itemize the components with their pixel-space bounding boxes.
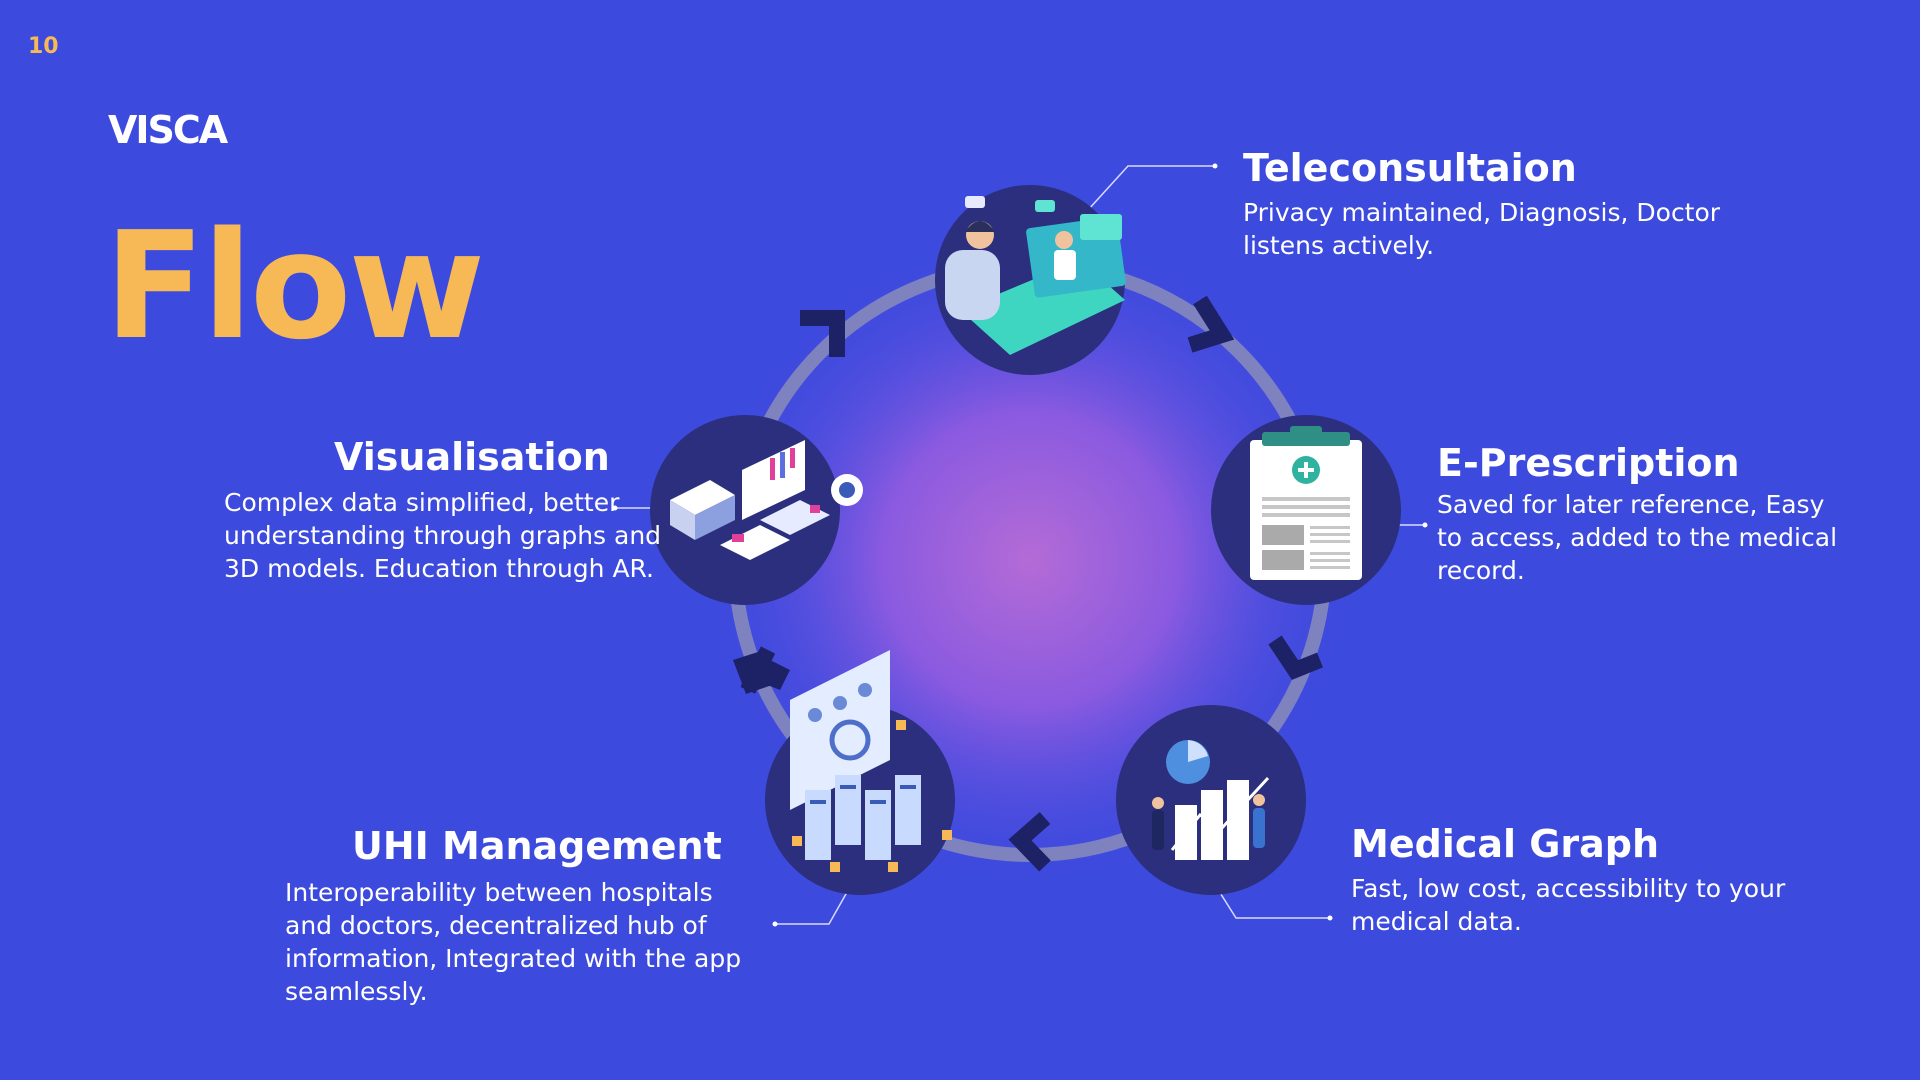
isometric-dashboard-icon	[670, 440, 863, 560]
e-prescription-title: E-Prescription	[1437, 441, 1740, 485]
clipboard-prescription-icon	[1250, 426, 1362, 580]
bar-chart-people-icon	[1152, 740, 1270, 860]
node-e-prescription	[1211, 415, 1401, 605]
page-number: 10	[28, 34, 59, 59]
visualisation-description: Complex data simplified, better understa…	[224, 488, 662, 583]
medical-graph-description: Fast, low cost, accessibility to your me…	[1351, 874, 1786, 936]
node-visualisation	[650, 415, 863, 605]
e-prescription-description: Saved for later reference, Easy to acces…	[1437, 490, 1838, 585]
visualisation-title: Visualisation	[334, 435, 610, 479]
uhi-management-description: Interoperability between hospitals and d…	[285, 878, 742, 1006]
arrow-chevron-icon	[1008, 811, 1051, 872]
node-teleconsultation	[935, 185, 1126, 375]
arrow-chevron-icon	[1187, 295, 1235, 353]
node-medical-graph	[1116, 705, 1306, 895]
arrow-chevron-icon	[1268, 635, 1323, 680]
connector-teleconsultation	[1087, 165, 1215, 211]
node-uhi-management	[765, 650, 955, 895]
teleconsultation-description: Privacy maintained, Diagnosis, Doctor li…	[1243, 198, 1721, 260]
arrow-chevron-icon	[800, 310, 845, 357]
medical-graph-title: Medical Graph	[1351, 822, 1660, 866]
brand-logo: VISCA	[108, 108, 228, 152]
teleconsultation-title: Teleconsultaion	[1243, 146, 1577, 190]
doctor-video-call-icon	[945, 196, 1126, 355]
uhi-management-title: UHI Management	[352, 824, 722, 868]
arrow-chevron-icon	[748, 655, 790, 690]
server-rack-icon	[790, 650, 952, 872]
flow-arrows	[740, 295, 1323, 872]
slide-title: Flow	[104, 200, 485, 372]
